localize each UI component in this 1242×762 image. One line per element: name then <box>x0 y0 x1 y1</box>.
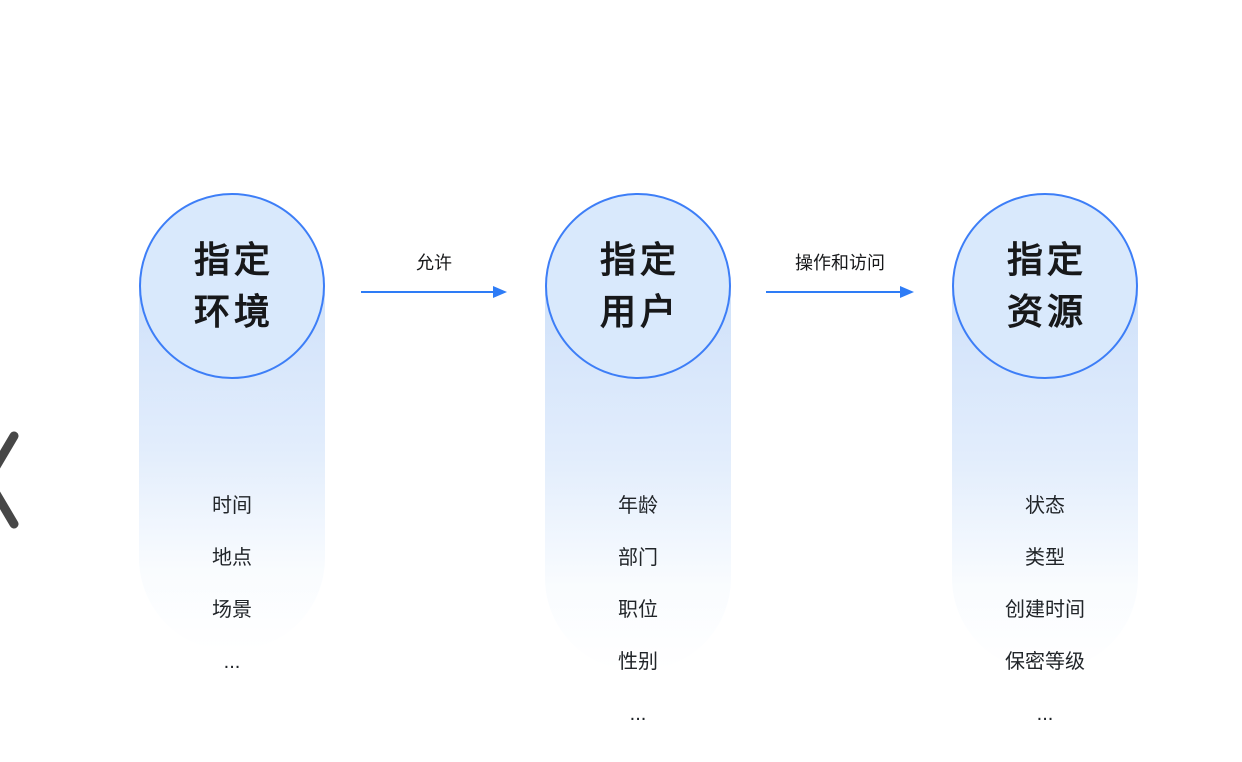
arrow-label: 允许 <box>416 253 452 273</box>
arrow-operate-access: 操作和访问 <box>766 251 914 299</box>
list-item-ellipsis: ... <box>629 703 647 725</box>
resource-attributes-list: 状态 类型 创建时间 保密等级 ... <box>952 492 1138 728</box>
chevron-left-icon[interactable] <box>0 430 20 530</box>
arrow-label: 操作和访问 <box>795 253 885 273</box>
resource-circle: 指定 资源 <box>952 193 1138 379</box>
list-item: 场景 <box>212 599 252 621</box>
list-item: 保密等级 <box>1005 651 1085 673</box>
list-item: 创建时间 <box>1005 599 1085 621</box>
list-item: 类型 <box>1025 547 1065 569</box>
list-item: 性别 <box>618 651 658 673</box>
circle-title-line: 用户 <box>599 291 680 332</box>
circle-title-line: 指定 <box>1006 239 1087 280</box>
environment-circle: 指定 环境 <box>139 193 325 379</box>
arrow-right-icon <box>766 286 914 298</box>
list-item: 时间 <box>212 495 252 517</box>
circle-title-line: 资源 <box>1006 291 1087 332</box>
circle-title-line: 指定 <box>599 239 680 280</box>
column-environment: 时间 地点 场景 ... 指定 环境 <box>139 193 325 683</box>
list-item-ellipsis: ... <box>1036 703 1054 725</box>
arrow-allow: 允许 <box>361 251 507 299</box>
list-item-ellipsis: ... <box>223 651 241 673</box>
circle-title-line: 环境 <box>193 291 274 332</box>
user-attributes-list: 年龄 部门 职位 性别 ... <box>545 492 731 728</box>
list-item: 地点 <box>212 547 252 569</box>
column-user: 年龄 部门 职位 性别 ... 指定 用户 <box>545 193 731 725</box>
list-item: 年龄 <box>618 495 658 517</box>
user-circle: 指定 用户 <box>545 193 731 379</box>
column-resource: 状态 类型 创建时间 保密等级 ... 指定 资源 <box>952 193 1138 725</box>
circle-title-line: 指定 <box>193 239 274 280</box>
list-item: 职位 <box>618 599 658 621</box>
environment-attributes-list: 时间 地点 场景 ... <box>139 492 325 676</box>
list-item: 部门 <box>618 547 658 569</box>
arrow-right-icon <box>361 286 507 298</box>
list-item: 状态 <box>1025 495 1065 517</box>
